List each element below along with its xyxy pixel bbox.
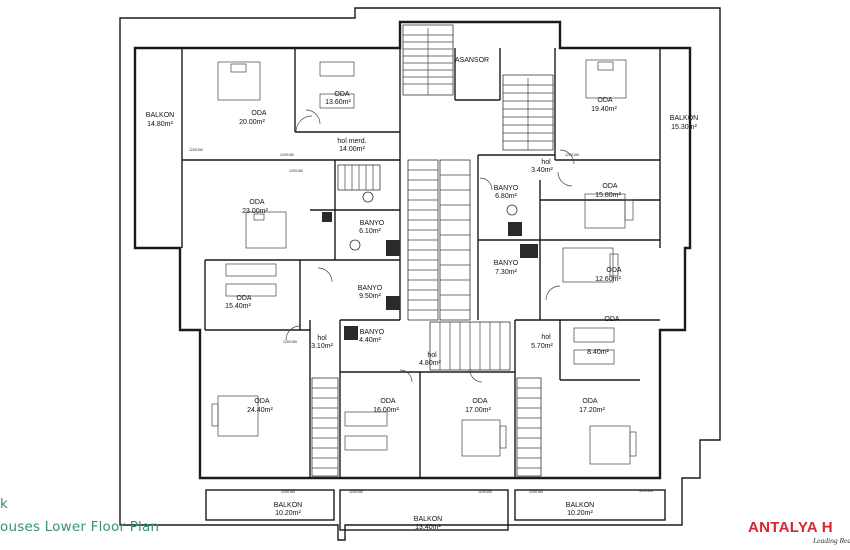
building-wall xyxy=(133,20,692,480)
staircase-north xyxy=(402,24,454,96)
room-name: ODA xyxy=(606,267,622,274)
room-name: BANYO xyxy=(360,329,385,336)
room-area: 4.40m² xyxy=(359,337,381,344)
svg-text:120X150: 120X150 xyxy=(529,490,543,494)
room-area: 7.30m² xyxy=(495,269,517,276)
room-name: ODA xyxy=(249,199,265,206)
outer-wall xyxy=(119,7,721,541)
svg-text:120X150: 120X150 xyxy=(283,340,297,344)
room-area: 14.00m² xyxy=(339,146,365,153)
room-name: BANYO xyxy=(358,285,383,292)
room-area: 17.00m² xyxy=(465,407,491,414)
brand-slogan: Leading Rea xyxy=(813,536,850,545)
room-area: 19.40m² xyxy=(591,106,617,113)
room-name: hol xyxy=(541,334,551,341)
svg-text:120X150: 120X150 xyxy=(478,490,492,494)
staircase-central xyxy=(407,159,471,321)
room-area: 24.40m² xyxy=(247,407,273,414)
room-name: ODA xyxy=(597,97,613,104)
room-area: 20.00m² xyxy=(239,119,265,126)
room-name: hol xyxy=(427,352,437,359)
svg-text:120X150: 120X150 xyxy=(349,490,363,494)
room-area: 4.80m² xyxy=(419,360,441,367)
staircase-se xyxy=(516,377,542,477)
room-name: ODA xyxy=(602,183,618,190)
room-area: 15.80m² xyxy=(595,192,621,199)
room-name: ODA xyxy=(604,316,620,323)
room-area: 12.60m² xyxy=(595,276,621,283)
room-name: BALKON xyxy=(414,516,442,523)
room-name: BALKON xyxy=(670,115,698,122)
plan-title-line1: k xyxy=(0,496,8,512)
room-name: BANYO xyxy=(360,220,385,227)
room-area: 9.50m² xyxy=(359,293,381,300)
bed-icons xyxy=(211,59,637,465)
room-area: 5.70m² xyxy=(531,343,553,350)
interior-walls xyxy=(181,48,661,478)
room-area: 8.40m² xyxy=(587,349,609,356)
room-name: hol xyxy=(317,335,327,342)
room-area: 23.00m² xyxy=(242,208,268,215)
room-name: BANYO xyxy=(494,185,519,192)
svg-text:120X150: 120X150 xyxy=(189,148,203,152)
room-area: 3.10m² xyxy=(311,343,333,350)
room-name: BALKON xyxy=(566,502,594,509)
room-name: ODA xyxy=(582,398,598,405)
room-name: ODA xyxy=(334,91,350,98)
svg-text:120X150: 120X150 xyxy=(639,489,653,493)
svg-text:120X150: 120X150 xyxy=(565,153,579,157)
svg-text:120X150: 120X150 xyxy=(280,153,294,157)
staircase-west xyxy=(337,164,381,191)
brand-logo: ANTALYA H Leading Rea xyxy=(748,519,850,550)
door-swings xyxy=(285,109,575,383)
svg-text:120X150: 120X150 xyxy=(281,490,295,494)
room-area: 10.20m² xyxy=(275,510,301,517)
balcony-south-outline xyxy=(205,489,666,531)
room-area: 3.40m² xyxy=(531,167,553,174)
room-area: 15.40m² xyxy=(225,303,251,310)
svg-text:120X150: 120X150 xyxy=(289,169,303,173)
room-name: hol merd. xyxy=(337,138,366,145)
room-area: 6.10m² xyxy=(359,228,381,235)
room-name: ODA xyxy=(472,398,488,405)
room-area: 6.80m² xyxy=(495,193,517,200)
room-area: 16.00m² xyxy=(373,407,399,414)
window-tags: 120X150 120X150 120X150 120X150 120X150 … xyxy=(189,148,653,494)
room-name: hol xyxy=(541,159,551,166)
room-area: 17.20m² xyxy=(579,407,605,414)
room-name: ODA xyxy=(251,110,267,117)
elevator-label: ASANSOR xyxy=(455,57,489,64)
room-name: BALKON xyxy=(274,502,302,509)
staircase-ne xyxy=(502,74,554,151)
room-area: 15.30m² xyxy=(671,124,697,131)
staircase-south xyxy=(429,321,511,371)
room-name: ODA xyxy=(236,295,252,302)
room-name: BANYO xyxy=(494,260,519,267)
staircase-sw xyxy=(311,377,339,477)
room-name: ODA xyxy=(254,398,270,405)
brand-name: ANTALYA H xyxy=(748,519,833,536)
plan-title: ouses Lower Floor Plan xyxy=(0,519,160,535)
room-area: 13.40m² xyxy=(415,524,441,531)
room-name: ODA xyxy=(380,398,396,405)
room-labels: BALKON 14.80m² ODA 20.00m² ODA 13.60m² h… xyxy=(146,57,698,531)
room-name: BALKON xyxy=(146,112,174,119)
bathroom-fixtures xyxy=(322,191,538,340)
room-area: 10.20m² xyxy=(567,510,593,517)
room-area: 13.60m² xyxy=(325,99,351,106)
room-area: 14.80m² xyxy=(147,121,173,128)
